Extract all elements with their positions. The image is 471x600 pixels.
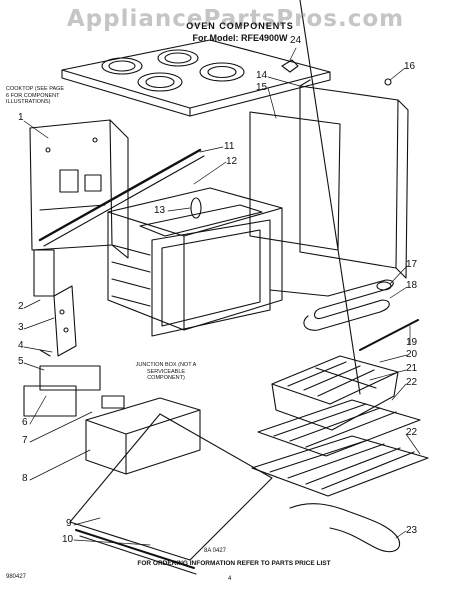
broil-element [289,503,400,553]
insulation-pad [249,111,341,251]
callout-13: 13 [154,205,166,216]
bottom-panel [69,413,273,575]
callout-7: 7 [22,435,28,446]
page-title: OVEN COMPONENTS [186,21,294,31]
burner-element [101,57,143,75]
element-tube [359,319,419,351]
callout-11: 11 [224,141,235,152]
oven-rack-upper [257,399,421,457]
callout-24: 24 [290,35,302,46]
callout-21: 21 [406,363,418,374]
callout-8: 8 [22,473,28,484]
burner-element [137,72,183,92]
bake-element [269,279,394,331]
callout-4: 4 [18,340,24,351]
clip [281,59,299,73]
model-number: For Model: RFE4900W [192,33,288,43]
junction-box-note: JUNCTION BOX (NOT A SERVICEABLE COMPONEN… [135,362,197,381]
callout-20: 20 [406,349,418,360]
leveling-leg [376,281,392,291]
burner-element [199,62,245,82]
callout-23: 23 [406,525,418,536]
terminal-block [39,365,101,391]
callout-6: 6 [22,417,28,428]
ordering-info: FOR ORDERING INFORMATION REFER TO PARTS … [137,560,331,567]
callout-19: 19 [406,337,418,348]
callout-15: 15 [256,82,268,93]
callout-10: 10 [62,534,74,545]
burner-element [157,49,199,67]
drawing-code: 8A 0427 [204,548,227,554]
callout-22-upper: 22 [406,377,418,388]
left-side-panel [29,119,129,259]
screw [384,78,392,86]
cooktop [61,39,331,117]
oven-light [190,197,202,219]
vent-strip [38,148,205,247]
oven-rack-lower [251,435,429,497]
callout-9: 9 [66,518,72,529]
callout-3: 3 [18,322,24,333]
watermark: AppliancePartsPros.com [66,6,405,32]
left-brackets [23,249,101,417]
broiler-pan [271,0,399,431]
callout-2: 2 [18,301,24,312]
oven-cavity [107,187,283,337]
callout-18: 18 [406,280,418,291]
cooktop-note: COOKTOP (SEE PAGE 6 FOR COMPONENT ILLUST… [6,86,65,105]
callout-16: 16 [404,61,416,72]
callout-5: 5 [18,356,24,367]
callout-14: 14 [256,70,268,81]
callout-12: 12 [226,156,238,167]
callout-22-lower: 22 [406,427,418,438]
callout-1: 1 [18,112,24,123]
leader-lines [23,47,421,546]
document-code: 980427 [6,574,27,580]
callout-17: 17 [406,259,418,270]
page-number: 4 [228,576,232,582]
